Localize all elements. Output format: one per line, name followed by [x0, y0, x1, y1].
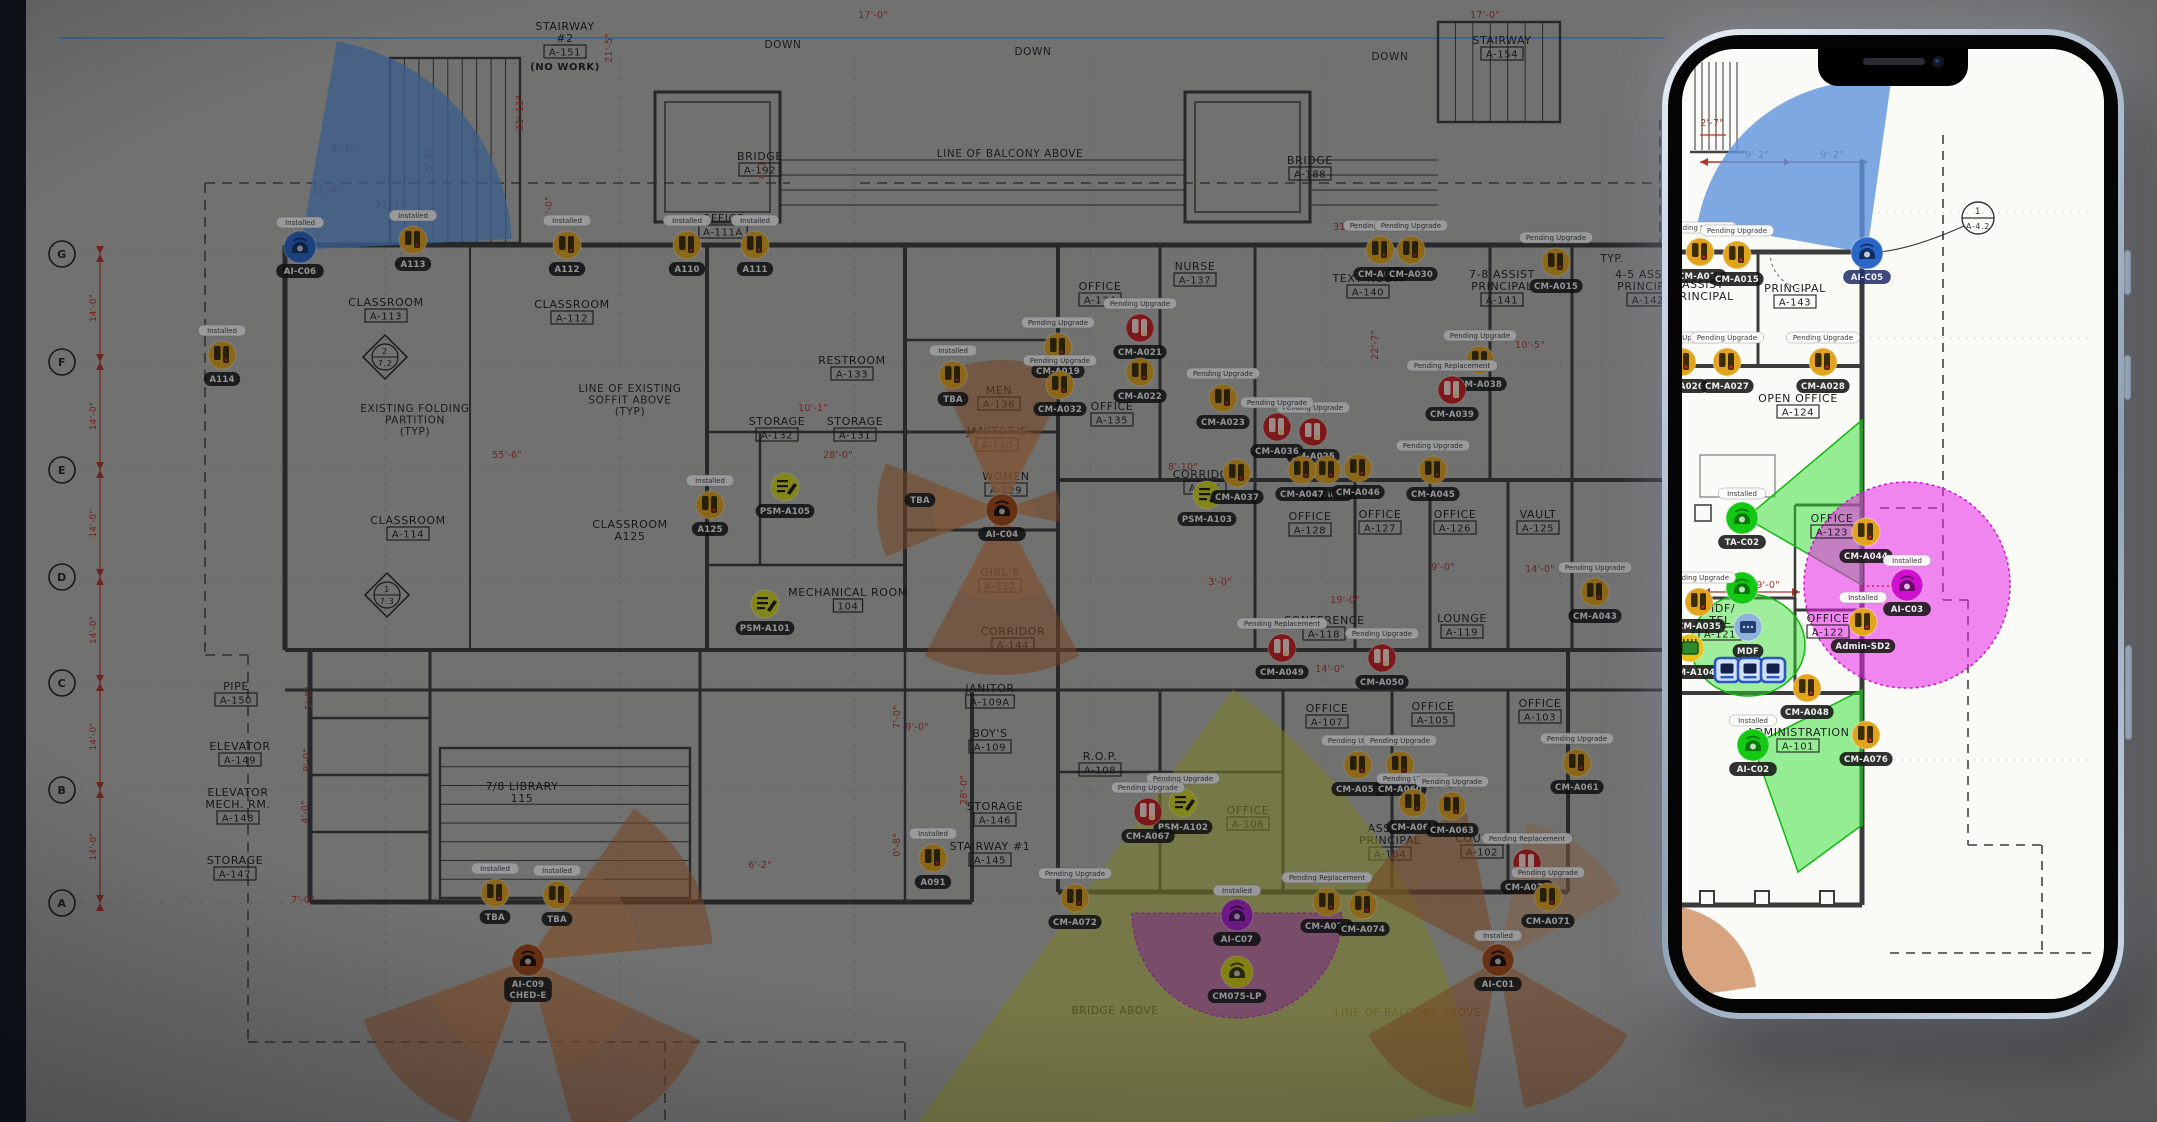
room-label: PRINCIPAL A-143 [1764, 282, 1826, 309]
device-marker-CM-A028[interactable] [1808, 347, 1838, 377]
status-text: Installed [1892, 557, 1922, 565]
device-label-pill: PSM-A104 [1682, 665, 1720, 679]
status-text: Pending Upgrade [1793, 334, 1853, 342]
phone-frame: 2'-7"9'-2"9'-2"9'-0"1A-4.2ASSISTPRINCIPA… [1662, 29, 2132, 1019]
device-marker-CM-A048[interactable] [1792, 673, 1822, 703]
volume-up-button[interactable] [2124, 250, 2131, 295]
detail-callout-symbol: 1A-4.2 [1879, 201, 1995, 253]
device-label-pill: CM-A035 [1682, 619, 1726, 633]
device-label: CM-A028 [1801, 382, 1845, 392]
device-label: PSM-A104 [1682, 668, 1715, 678]
device-label: MDF [1737, 647, 1759, 657]
device-label: CM-A027 [1705, 382, 1749, 392]
device-marker-server[interactable] [1759, 656, 1787, 684]
device-label: CM-A015 [1715, 275, 1759, 285]
phone-screen[interactable]: 2'-7"9'-2"9'-2"9'-0"1A-4.2ASSISTPRINCIPA… [1682, 49, 2104, 999]
device-label: CM-A044 [1844, 552, 1888, 562]
status-text: Pending Upgrade [1682, 574, 1729, 582]
phone-bezel: 2'-7"9'-2"9'-2"9'-0"1A-4.2ASSISTPRINCIPA… [1668, 35, 2118, 1013]
device-label-pill: AI-C02 [1729, 762, 1777, 776]
status-badge: Pending Upgrade [1682, 571, 1736, 584]
device-marker-TA-C02[interactable] [1725, 501, 1759, 535]
device-marker-CM-A016[interactable] [1685, 237, 1715, 267]
device-marker-CM-A044[interactable] [1851, 517, 1881, 547]
plan-text: A-124 [1782, 408, 1814, 419]
room-label: OPEN OFFICE A-124 [1758, 392, 1838, 419]
device-label: CM-A016 [1682, 272, 1722, 282]
status-text: Installed [1727, 490, 1757, 498]
plan-text: OFFICE [1807, 612, 1850, 625]
device-label: CM-A076 [1844, 755, 1888, 765]
status-text: Installed [1738, 717, 1768, 725]
device-marker-Admin-SD2[interactable] [1848, 607, 1878, 637]
dimension-text: 2'-7" [1700, 118, 1724, 129]
status-badge: Pending Upgrade [1700, 224, 1774, 237]
device-label-pill: CM-A027 [1700, 379, 1754, 393]
coverage-sector[interactable] [1697, 81, 1891, 253]
volume-down-button[interactable] [2124, 355, 2131, 400]
device-marker-AI-C02[interactable] [1736, 728, 1770, 762]
room-label: ADMINISTRATION A-101 [1746, 726, 1849, 753]
plan-text: A-121 [1704, 630, 1736, 641]
plan-text: 1 [1975, 207, 1981, 217]
plan-text: ADMINISTRATION [1746, 726, 1849, 739]
status-badge: Installed [1838, 591, 1888, 604]
device-label-pill: CM-A076 [1839, 752, 1893, 766]
device-marker-CM-A076[interactable] [1851, 720, 1881, 750]
device-label: Admin-SD2 [1836, 642, 1891, 652]
plan-text: OPEN OFFICE [1758, 392, 1838, 405]
device-label: AI-C05 [1851, 273, 1884, 283]
speaker-slot [1863, 58, 1925, 65]
device-marker-AI-C05[interactable] [1850, 236, 1884, 270]
device-label: CM-A035 [1682, 622, 1721, 632]
plan-text: PRINCIPAL [1764, 282, 1826, 295]
room-label: OFFICE A-123 [1810, 512, 1854, 539]
device-label: AI-C03 [1891, 605, 1924, 615]
status-badge: Pending Upgrade [1690, 331, 1764, 344]
plan-text: PRINCIPAL [1682, 290, 1734, 303]
coverage-sector[interactable] [1682, 905, 1757, 999]
device-label-pill: MDF [1732, 644, 1764, 658]
device-label-pill: TA-C02 [1718, 535, 1766, 549]
plan-text: A-122 [1812, 628, 1844, 639]
plan-text: A-123 [1816, 528, 1848, 539]
device-marker-CM-A035[interactable] [1684, 587, 1714, 617]
device-label-pill: AI-C05 [1843, 270, 1891, 284]
status-text: Installed [1848, 594, 1878, 602]
plan-text: A-101 [1782, 742, 1814, 753]
device-label-pill: CM-A048 [1780, 705, 1834, 719]
device-label-pill: CM-A044 [1839, 549, 1893, 563]
status-badge: Installed [1717, 487, 1767, 500]
device-label-pill: CM-A028 [1796, 379, 1850, 393]
status-badge: Installed [1728, 714, 1778, 727]
device-label: TA-C02 [1725, 538, 1760, 548]
status-badge: Installed [1882, 554, 1932, 567]
device-label-pill: AI-C03 [1883, 602, 1931, 616]
power-button[interactable] [2125, 645, 2132, 740]
phone-notch [1818, 49, 1968, 86]
plan-text: A-4.2 [1966, 222, 1990, 231]
device-marker-CM-A027[interactable] [1712, 347, 1742, 377]
device-label-pill: Admin-SD2 [1830, 639, 1896, 653]
dimension-text: 9'-0" [1756, 580, 1780, 591]
device-marker-server[interactable] [1736, 656, 1764, 684]
device-marker-MDF[interactable] [1733, 612, 1763, 642]
device-marker-CM-A015[interactable] [1722, 240, 1752, 270]
phone-floorplan: 2'-7"9'-2"9'-2"9'-0"1A-4.2ASSISTPRINCIPA… [1682, 49, 2104, 999]
device-label: CM-A048 [1785, 708, 1829, 718]
device-marker-server[interactable] [1713, 656, 1741, 684]
plan-text: OFFICE [1811, 512, 1854, 525]
device-marker-AI-C03[interactable] [1890, 568, 1924, 602]
front-camera-icon [1932, 56, 1944, 68]
device-marker-CM-A026[interactable] [1682, 347, 1697, 377]
status-badge: Pending Upgrade [1786, 331, 1860, 344]
device-label: AI-C02 [1737, 765, 1770, 775]
plan-text: A-143 [1779, 298, 1811, 309]
status-text: Pending Upgrade [1697, 334, 1757, 342]
device-marker-PSM-A104[interactable] [1682, 633, 1705, 663]
room-label: OFFICE A-122 [1806, 612, 1850, 639]
device-label-pill: CM-A015 [1710, 272, 1764, 286]
status-text: Pending Upgrade [1707, 227, 1767, 235]
device-label: CM-A026 [1682, 382, 1704, 392]
